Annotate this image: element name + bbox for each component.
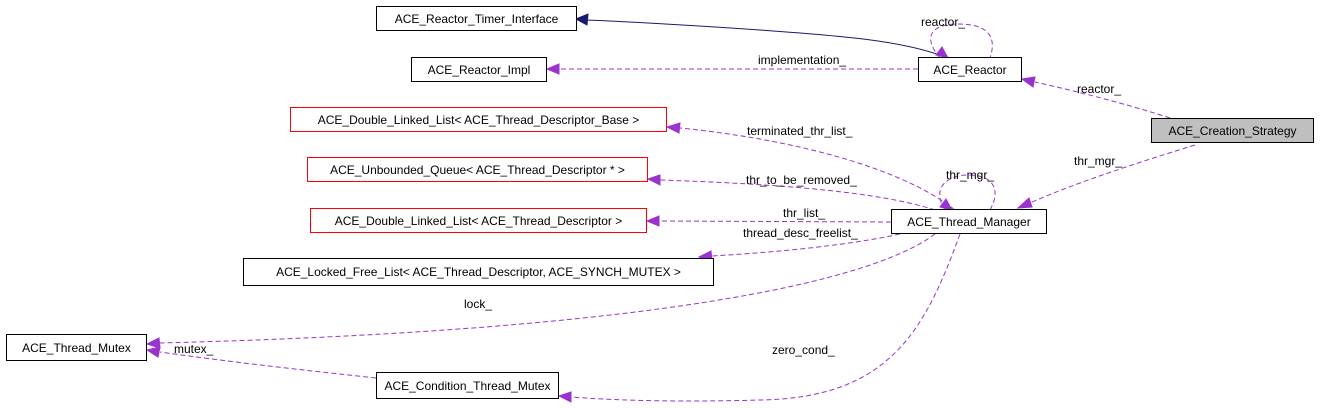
edge-thr-mgr: thr_mgr_	[1016, 144, 1196, 209]
node-creation-strategy[interactable]: ACE_Creation_Strategy	[1151, 118, 1314, 143]
node-label: ACE_Creation_Strategy	[1168, 124, 1296, 138]
node-thread-manager[interactable]: ACE_Thread_Manager	[891, 209, 1047, 234]
edge-label-reactor: reactor_	[1077, 82, 1121, 96]
edge-label-implementation: implementation_	[758, 53, 846, 67]
edge-label-terminated-thr-list: terminated_thr_list_	[747, 124, 853, 138]
node-label: ACE_Double_Linked_List< ACE_Thread_Descr…	[318, 113, 640, 127]
node-double-linked-list-descriptor-base[interactable]: ACE_Double_Linked_List< ACE_Thread_Descr…	[290, 107, 667, 132]
edge-implementation: implementation_	[545, 53, 918, 75]
edge-label-mutex: mutex_	[174, 342, 214, 356]
node-label: ACE_Thread_Manager	[907, 215, 1030, 229]
edge-thr-mgr-self: thr_mgr_	[939, 168, 996, 211]
edge-inherit-timer-interface	[574, 13, 948, 59]
edge-label-thr-to-be-removed: thr_to_be_removed_	[746, 173, 857, 187]
node-label: ACE_Condition_Thread_Mutex	[384, 379, 550, 393]
edge-terminated-thr-list: terminated_thr_list_	[665, 122, 956, 211]
node-locked-free-list[interactable]: ACE_Locked_Free_List< ACE_Thread_Descrip…	[243, 258, 714, 286]
edge-reactor-self: reactor_	[921, 15, 993, 59]
edge-label-reactor-self: reactor_	[921, 15, 965, 29]
edge-mutex: mutex_	[145, 342, 377, 379]
node-reactor-impl[interactable]: ACE_Reactor_Impl	[411, 57, 547, 82]
edge-label-thr-list: thr_list_	[783, 206, 825, 220]
edge-thread-desc-freelist: thread_desc_freelist_	[697, 226, 901, 262]
edge-thr-to-be-removed: thr_to_be_removed_	[646, 173, 936, 211]
node-label: ACE_Thread_Mutex	[22, 341, 131, 355]
node-label: ACE_Unbounded_Queue< ACE_Thread_Descript…	[330, 163, 625, 177]
edge-zero-cond: zero_cond_	[557, 233, 961, 403]
node-reactor[interactable]: ACE_Reactor	[918, 57, 1022, 82]
edge-label-thr-mgr-self: thr_mgr_	[946, 168, 994, 182]
node-label: ACE_Reactor_Timer_Interface	[395, 12, 559, 26]
edge-lock: lock_	[145, 233, 936, 349]
edge-reactor: reactor_	[1020, 76, 1171, 119]
edge-label-zero-cond: zero_cond_	[772, 343, 835, 357]
node-label: ACE_Reactor_Impl	[428, 63, 531, 77]
node-label: ACE_Double_Linked_List< ACE_Thread_Descr…	[335, 214, 623, 228]
node-reactor-timer-interface[interactable]: ACE_Reactor_Timer_Interface	[376, 6, 577, 31]
node-label: ACE_Locked_Free_List< ACE_Thread_Descrip…	[276, 265, 681, 279]
node-double-linked-list-descriptor[interactable]: ACE_Double_Linked_List< ACE_Thread_Descr…	[310, 208, 647, 233]
node-thread-mutex[interactable]: ACE_Thread_Mutex	[6, 334, 147, 361]
node-unbounded-queue[interactable]: ACE_Unbounded_Queue< ACE_Thread_Descript…	[307, 157, 648, 182]
edge-label-lock: lock_	[464, 297, 492, 311]
edge-thr-list: thr_list_	[645, 206, 892, 227]
node-condition-thread-mutex[interactable]: ACE_Condition_Thread_Mutex	[376, 372, 559, 399]
edge-label-thr-mgr: thr_mgr_	[1074, 154, 1122, 168]
node-label: ACE_Reactor	[933, 63, 1006, 77]
edge-label-thread-desc-freelist: thread_desc_freelist_	[743, 226, 858, 240]
